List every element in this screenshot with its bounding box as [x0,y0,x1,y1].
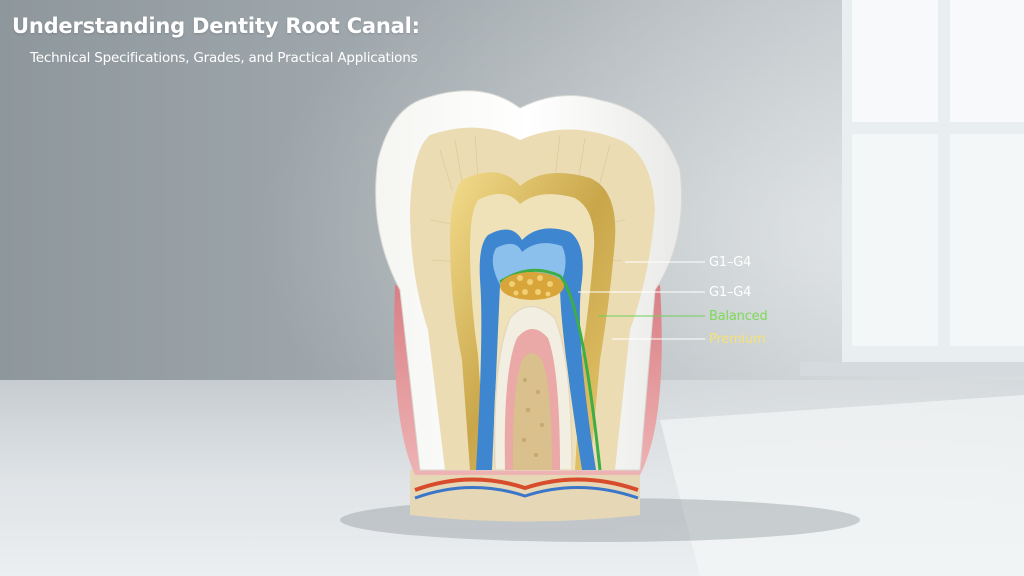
pulp-tissue [500,272,564,300]
canal-filling-line [499,268,602,471]
window [800,0,1024,376]
page-subtitle: Technical Specifications, Grades, and Pr… [30,50,418,66]
tooth-base [410,470,640,522]
callout-leader-lines [578,261,705,340]
callout-label-2: G1–G4 [709,285,752,300]
callout-label-3: Balanced [709,309,768,324]
callout-label-1: G1–G4 [709,255,752,270]
callout-label-4: Premium [709,332,766,347]
page-title: Understanding Dentity Root Canal: [12,14,420,38]
